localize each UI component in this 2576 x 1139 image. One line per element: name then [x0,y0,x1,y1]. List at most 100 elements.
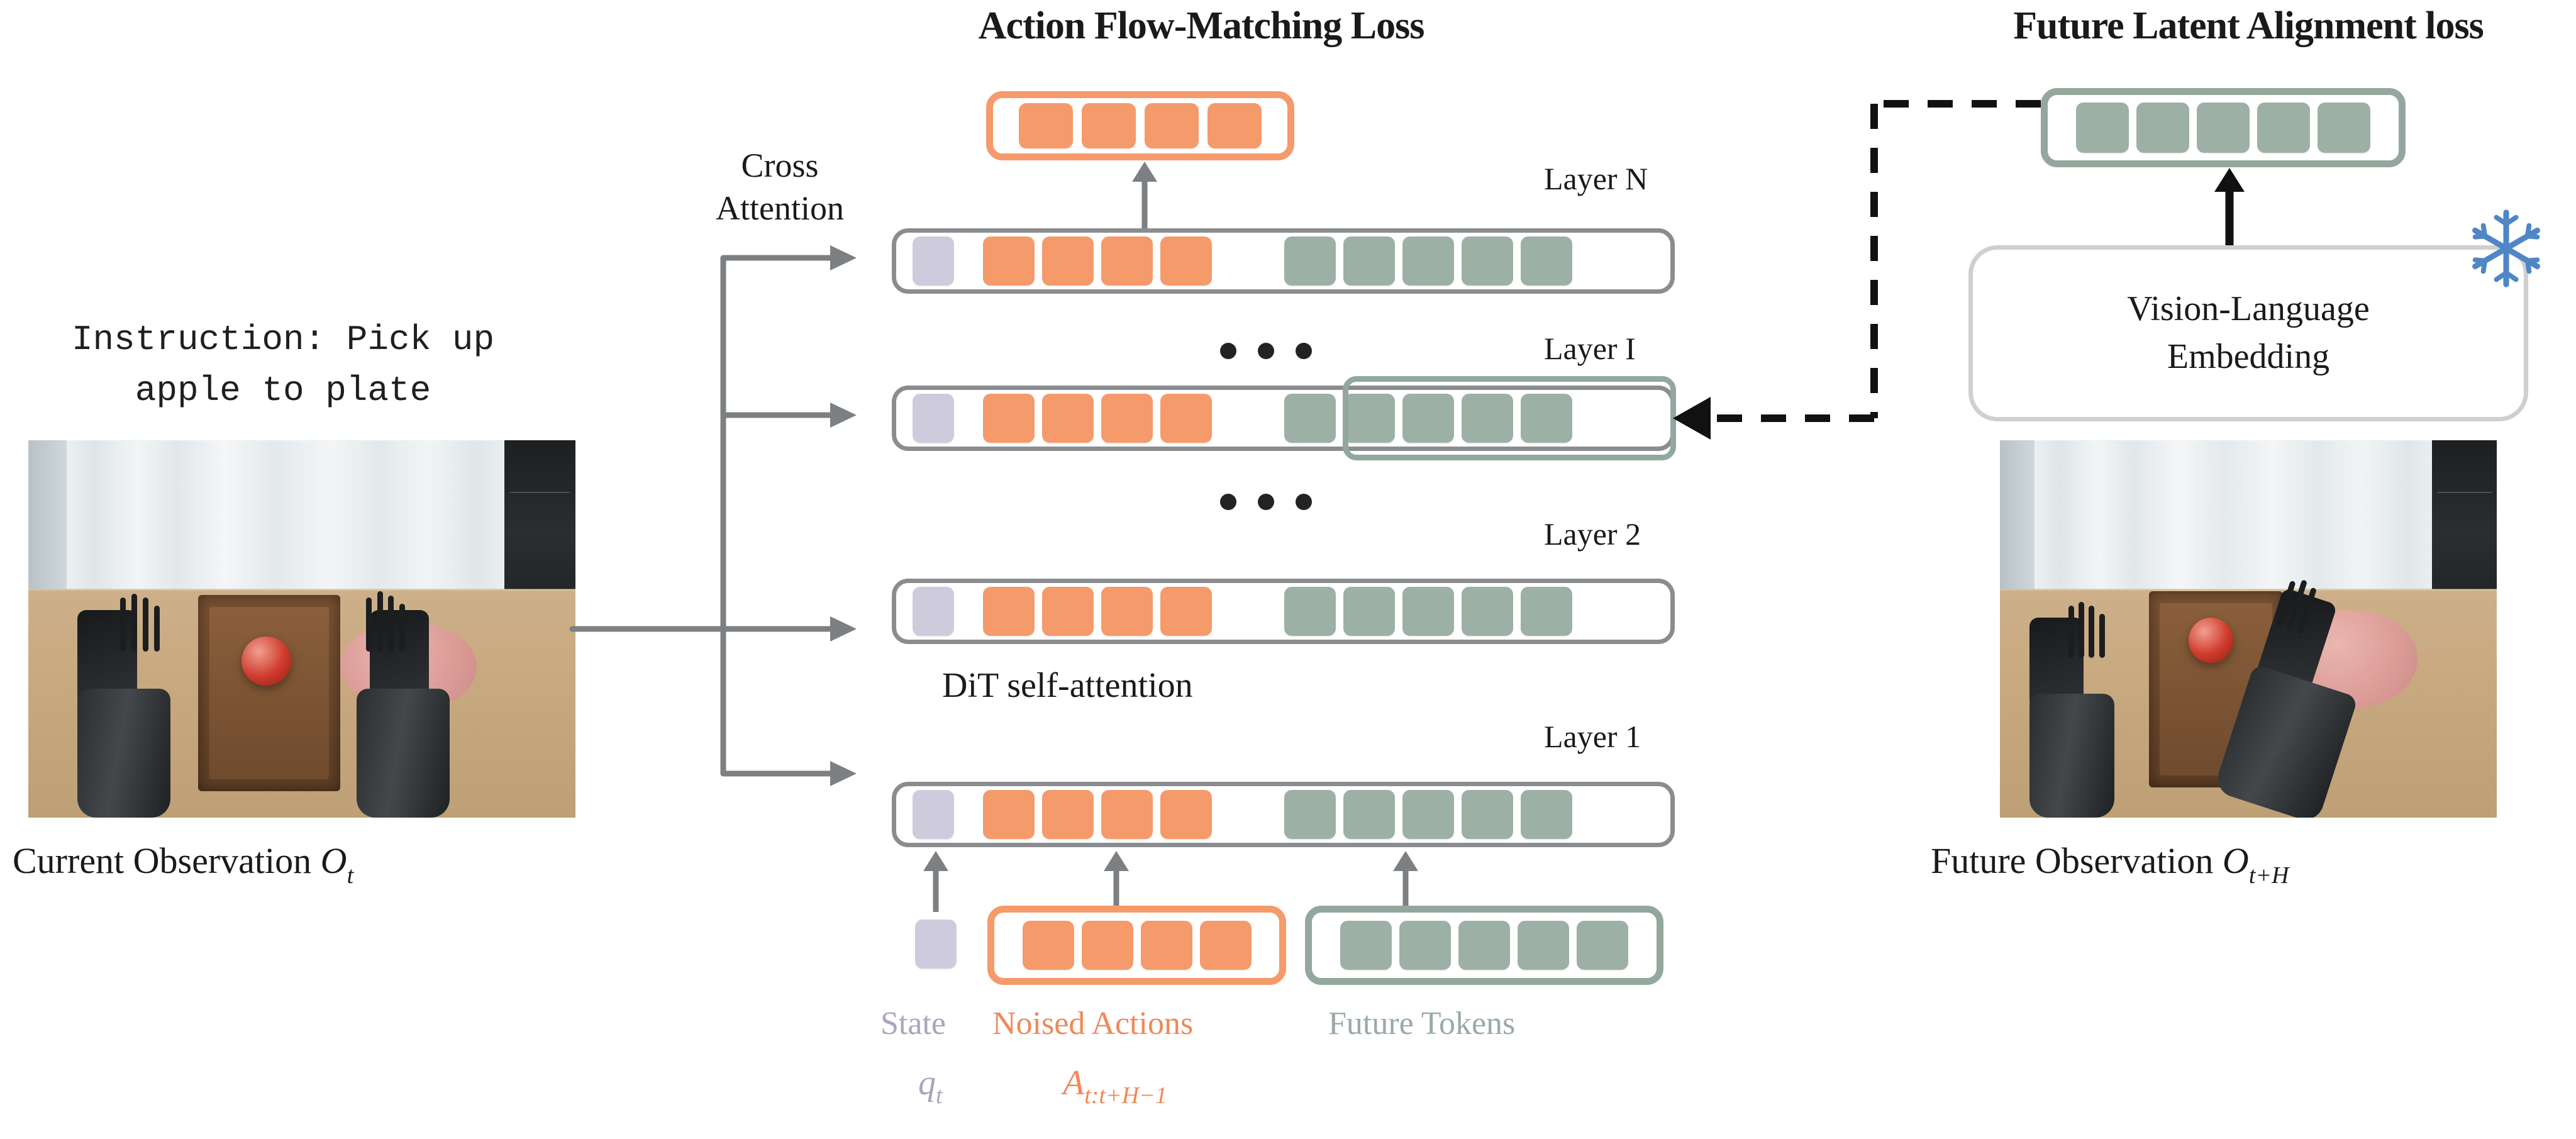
token-action [1042,236,1094,286]
legend-actions-symbol: At:t+H−1 [1063,1063,1167,1109]
legend-future-tokens-label: Future Tokens [1328,1006,1516,1042]
token-action [1022,921,1074,970]
token-future [1284,236,1336,286]
snowflake-icon [2472,209,2540,287]
legend-state-label: State [880,1006,946,1042]
legend-state-symbol: qt [918,1063,943,1109]
token-state [913,790,954,839]
token-action [1160,236,1212,286]
token-future [1521,790,1572,839]
token-action [1042,587,1094,636]
layer-label-n: Layer N [1544,161,1648,196]
token-action [1101,587,1153,636]
layer-row-i [892,386,1675,451]
token-future [1402,790,1454,839]
vision-language-embedding-label: Vision-Language Embedding [2127,289,2370,376]
token-future [1343,587,1395,636]
token-future [2076,103,2129,153]
robot-arm-right [357,591,450,818]
future-observation-image [2000,440,2497,818]
token-action [983,394,1035,443]
token-future [2257,103,2310,153]
current-observation-subscript: t [347,862,354,889]
layer-row-1 [892,782,1675,847]
instruction-text: Instruction: Pick up apple to plate [71,319,495,411]
token-future [2197,103,2250,153]
token-future [1284,587,1336,636]
token-future [1402,236,1454,286]
token-future [1458,921,1510,970]
token-future [1462,587,1513,636]
token-future [2136,103,2189,153]
token-action [983,236,1035,286]
input-future-tokens-group [1305,906,1663,985]
token-future [1343,236,1395,286]
token-future [1284,790,1336,839]
predicted-actions-output-group [986,91,1294,160]
token-future [1343,394,1395,443]
token-future [1399,921,1451,970]
layer-row-2 [892,579,1675,644]
current-observation-image [28,440,575,818]
cross-attention-connector [569,245,857,786]
robot-arm-left [77,593,171,818]
token-future [1402,587,1454,636]
token-state [913,394,954,443]
token-future [1577,921,1628,970]
current-observation-caption: Current Observation Ot [13,840,353,889]
ellipsis-lower [1220,494,1312,510]
input-noised-actions-group [987,906,1286,985]
input-state-token [915,920,957,969]
token-future [1343,790,1395,839]
token-action [983,587,1035,636]
token-action [1160,394,1212,443]
layer-label-2: Layer 2 [1544,516,1641,552]
future-observation-caption-text: Future Observation [1931,840,2214,881]
future-observation-subscript: t+H [2248,862,2289,889]
cross-attention-label: Cross Attention [716,147,844,227]
token-action [1101,790,1153,839]
token-future [1462,236,1513,286]
token-future [1462,790,1513,839]
legend-state-symbol-subscript: t [936,1082,943,1109]
token-action [1042,790,1094,839]
legend-state-symbol-base: q [918,1064,936,1103]
token-action [1160,790,1212,839]
token-action [1199,921,1252,970]
current-observation-caption-text: Current Observation [13,840,312,881]
token-action [1140,921,1192,970]
dit-self-attention-label: DiT self-attention [942,666,1193,705]
token-action [1042,394,1094,443]
token-future [1340,921,1392,970]
token-state [913,236,954,286]
layer-label-1: Layer 1 [1544,719,1641,754]
token-future [1284,394,1336,443]
ellipsis-upper [1220,343,1312,359]
token-action [983,790,1035,839]
token-future [1518,921,1569,970]
section-title-action-flow-matching-loss: Action Flow-Matching Loss [978,4,1425,47]
robot-arm-left [2029,601,2114,818]
future-latent-alignment-dashed-arrow [1673,100,2041,440]
legend-actions-symbol-base: A [1063,1064,1085,1103]
token-action [1101,236,1153,286]
vlm-to-tokens-arrow [2214,168,2245,246]
layer-i-future-token-highlight [1343,376,1676,460]
layer-row-n [892,228,1675,294]
token-future [1462,394,1513,443]
token-future [1521,394,1572,443]
future-observation-symbol: O [2222,840,2249,881]
token-state [913,587,954,636]
token-future [1402,394,1454,443]
layer-label-i: Layer I [1544,331,1636,366]
token-action [1101,394,1153,443]
legend-actions-symbol-subscript: t:t+H−1 [1084,1082,1167,1109]
current-observation-symbol: O [320,840,347,881]
input-to-layer1-arrows [923,851,1418,912]
token-future [2318,103,2370,153]
token-future [1521,587,1572,636]
section-title-future-latent-alignment-loss: Future Latent Alignment loss [2013,4,2484,47]
output-arrow-up [1132,162,1157,228]
vision-language-embedding-box: Vision-Language Embedding [1968,245,2528,421]
future-observation-caption: Future Observation Ot+H [1931,840,2289,889]
